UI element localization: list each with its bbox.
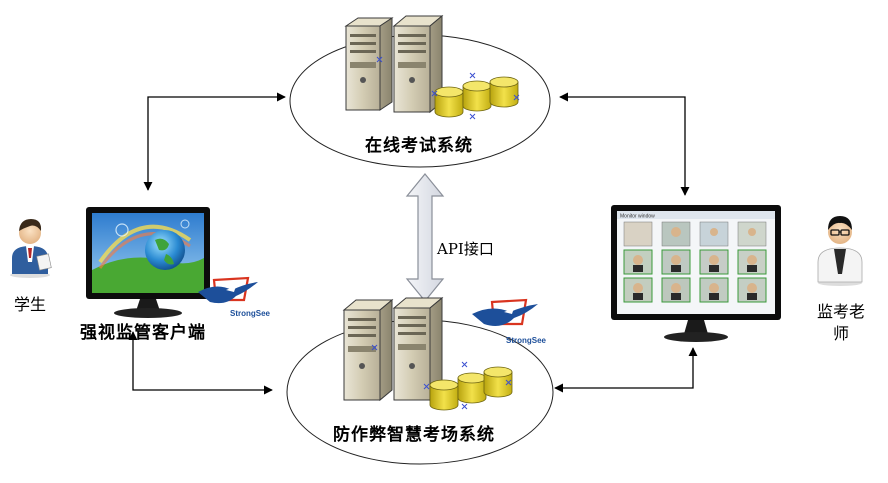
arrow-client-smart-room	[128, 331, 273, 395]
coin-stack-bottom	[429, 366, 513, 411]
arrow-client-online-exam	[143, 92, 286, 191]
online-exam-servers	[344, 14, 520, 120]
coin-stack-top	[434, 76, 519, 118]
arrow-teacher-smart-room	[554, 347, 698, 393]
teacher-screen-header: Monitor window	[620, 214, 655, 220]
online-exam-label: 在线考试系统	[365, 136, 473, 156]
teacher-monitor: Monitor window	[611, 205, 781, 342]
strongsee-logo-client: StrongSee	[198, 276, 271, 318]
teacher-label: 监考老 师	[817, 302, 866, 343]
strongsee-text-server: StrongSee	[506, 336, 547, 345]
smart-room-label: 防作弊智慧考场系统	[333, 425, 495, 445]
client-monitor	[86, 207, 210, 318]
arrow-teacher-online-exam	[559, 92, 690, 196]
strongsee-logo-server: StrongSee	[472, 298, 547, 345]
smart-room-servers	[342, 296, 513, 411]
student-icon	[10, 219, 52, 278]
teacher-icon	[817, 216, 863, 286]
connection-arrows	[128, 92, 698, 395]
api-label: API接口	[437, 240, 494, 258]
strongsee-text-client: StrongSee	[230, 309, 271, 318]
student-label: 学生	[14, 295, 47, 314]
client-label: 强视监管客户端	[80, 323, 206, 343]
video-thumbnails	[623, 221, 767, 303]
